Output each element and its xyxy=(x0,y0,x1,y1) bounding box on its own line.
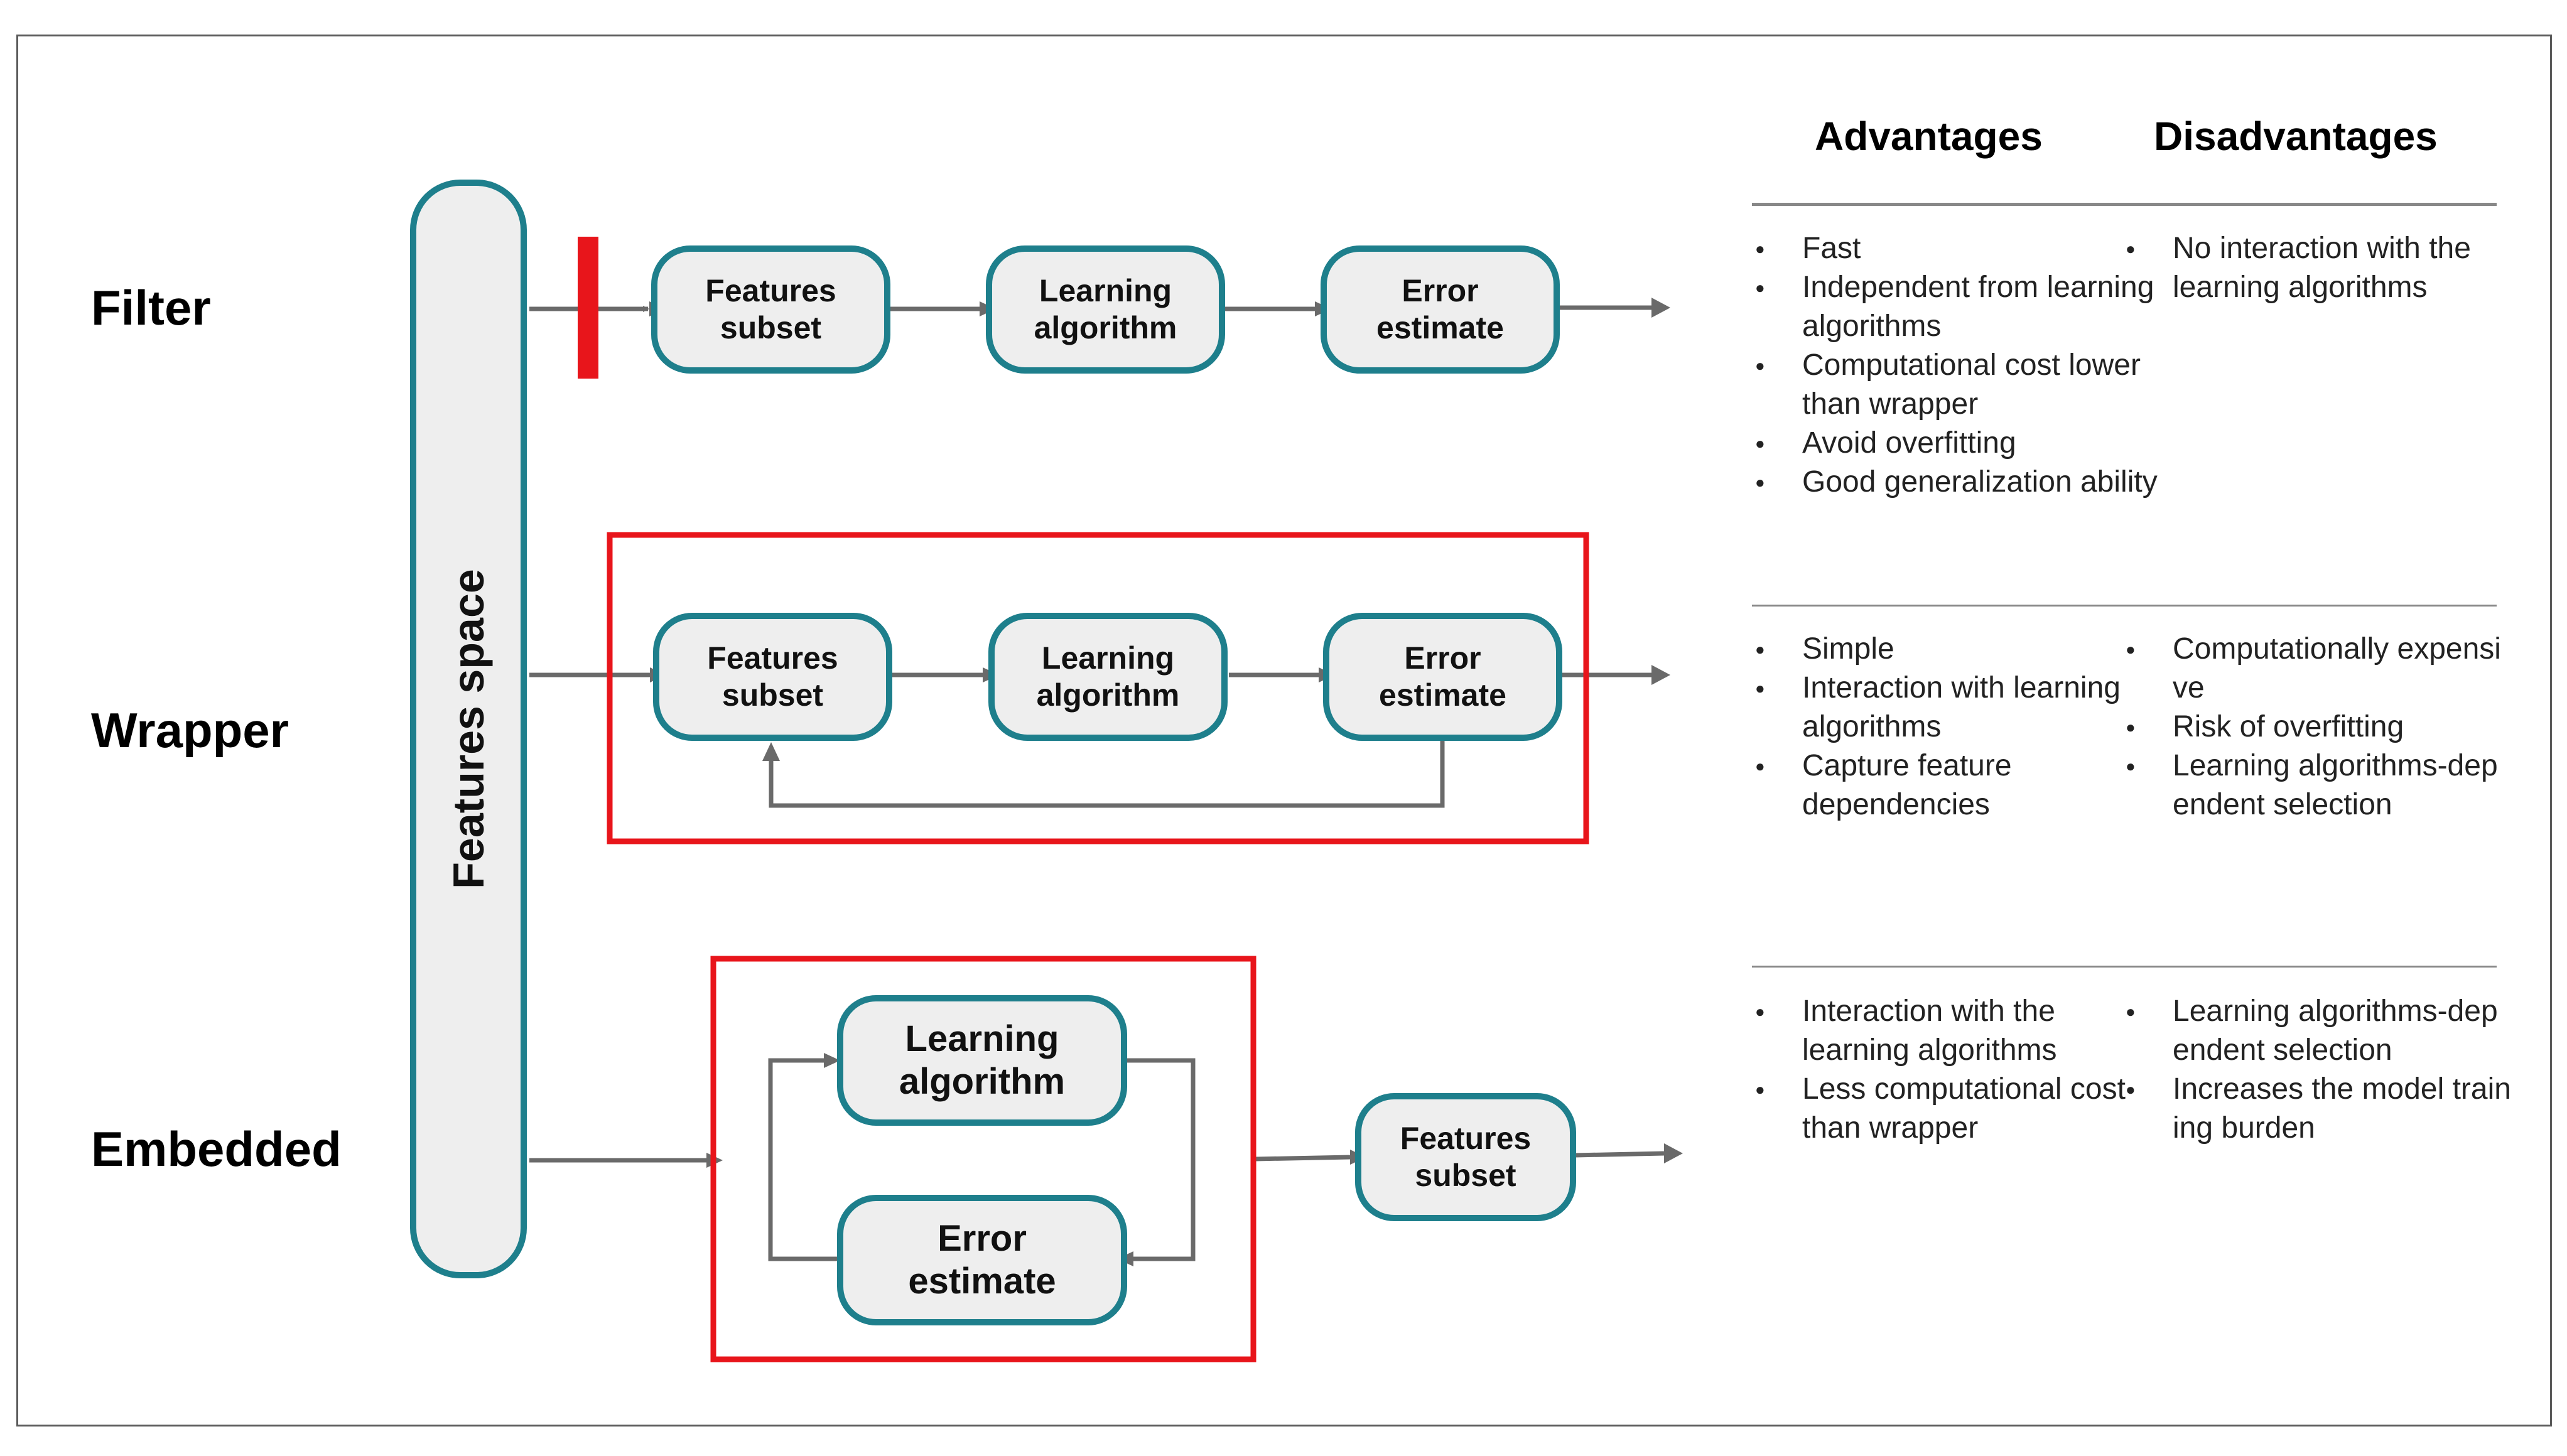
list-item: Fast xyxy=(1755,229,2166,268)
wrapper-advantages-list: Simple Interaction with learning algorit… xyxy=(1749,630,2166,824)
filter-error-estimate-node: Error estimate xyxy=(1321,245,1560,374)
embedded-advantages-list: Interaction with the learning algorithms… xyxy=(1749,992,2166,1148)
wrapper-disadvantages-list: Computationally expensive Risk of overfi… xyxy=(2119,630,2512,824)
list-item: Avoid overfitting xyxy=(1755,424,2166,463)
filter-block-bar xyxy=(578,237,598,379)
list-item: Interaction with learning algorithms xyxy=(1755,669,2166,747)
filter-features-subset-node: Features subset xyxy=(651,245,890,374)
row-label-wrapper: Wrapper xyxy=(91,703,289,758)
list-item: Computational cost lower than wrapper xyxy=(1755,346,2166,424)
row-label-filter: Filter xyxy=(91,280,211,335)
wrapper-highlight-box xyxy=(607,532,1589,844)
wrapper-learning-algorithm-node: Learning algorithm xyxy=(988,613,1228,741)
disadvantages-header: Disadvantages xyxy=(2154,114,2438,159)
advantages-header: Advantages xyxy=(1815,114,2043,159)
list-item: Less computational cost than wrapper xyxy=(1755,1070,2166,1148)
row-label-embedded: Embedded xyxy=(91,1121,342,1177)
filter-disadvantages-list: No interaction with the learning algorit… xyxy=(2119,229,2512,307)
header-divider xyxy=(1752,203,2497,206)
embedded-arrow-out xyxy=(1574,1151,1665,1158)
arrowhead xyxy=(824,1053,840,1068)
embedded-arrow-mid xyxy=(1254,1155,1351,1162)
features-space-label: Features space xyxy=(444,569,494,889)
row-divider-2 xyxy=(1752,966,2497,968)
embedded-loop-left xyxy=(768,1058,839,1261)
list-item: Independent from learning algorithms xyxy=(1755,268,2166,346)
embedded-loop-right xyxy=(1127,1058,1196,1261)
list-item: Capture feature dependencies xyxy=(1755,747,2166,824)
list-item: Good generalization ability xyxy=(1755,463,2166,502)
list-item: Computationally expensive xyxy=(2126,630,2512,708)
features-space-node: Features space xyxy=(410,180,527,1278)
filter-advantages-list: Fast Independent from learning algorithm… xyxy=(1749,229,2166,502)
arrowhead xyxy=(1651,665,1670,685)
list-item: Interaction with the learning algorithms xyxy=(1755,992,2166,1070)
wrapper-feedback-loop xyxy=(769,741,1445,808)
embedded-highlight-box xyxy=(710,956,1256,1362)
list-item: Risk of overfitting xyxy=(2126,708,2512,747)
arrowhead xyxy=(762,742,780,761)
row-divider-1 xyxy=(1752,605,2497,607)
filter-learning-algorithm-node: Learning algorithm xyxy=(986,245,1225,374)
wrapper-features-subset-node: Features subset xyxy=(653,613,892,741)
embedded-disadvantages-list: Learning algorithms-dependent selection … xyxy=(2119,992,2512,1148)
list-item: No interaction with the learning algorit… xyxy=(2126,229,2512,307)
arrowhead xyxy=(1651,298,1670,318)
list-item: Learning algorithms-dependent selection xyxy=(2126,992,2512,1070)
wrapper-error-estimate-node: Error estimate xyxy=(1323,613,1562,741)
embedded-error-estimate-node: Error estimate xyxy=(837,1195,1127,1325)
arrowhead xyxy=(1664,1143,1683,1163)
list-item: Simple xyxy=(1755,630,2166,669)
embedded-learning-algorithm-node: Learning algorithm xyxy=(837,995,1127,1126)
embedded-features-subset-node: Features subset xyxy=(1355,1093,1576,1221)
list-item: Learning algorithms-dependent selection xyxy=(2126,747,2512,824)
list-item: Increases the model training burden xyxy=(2126,1070,2512,1148)
